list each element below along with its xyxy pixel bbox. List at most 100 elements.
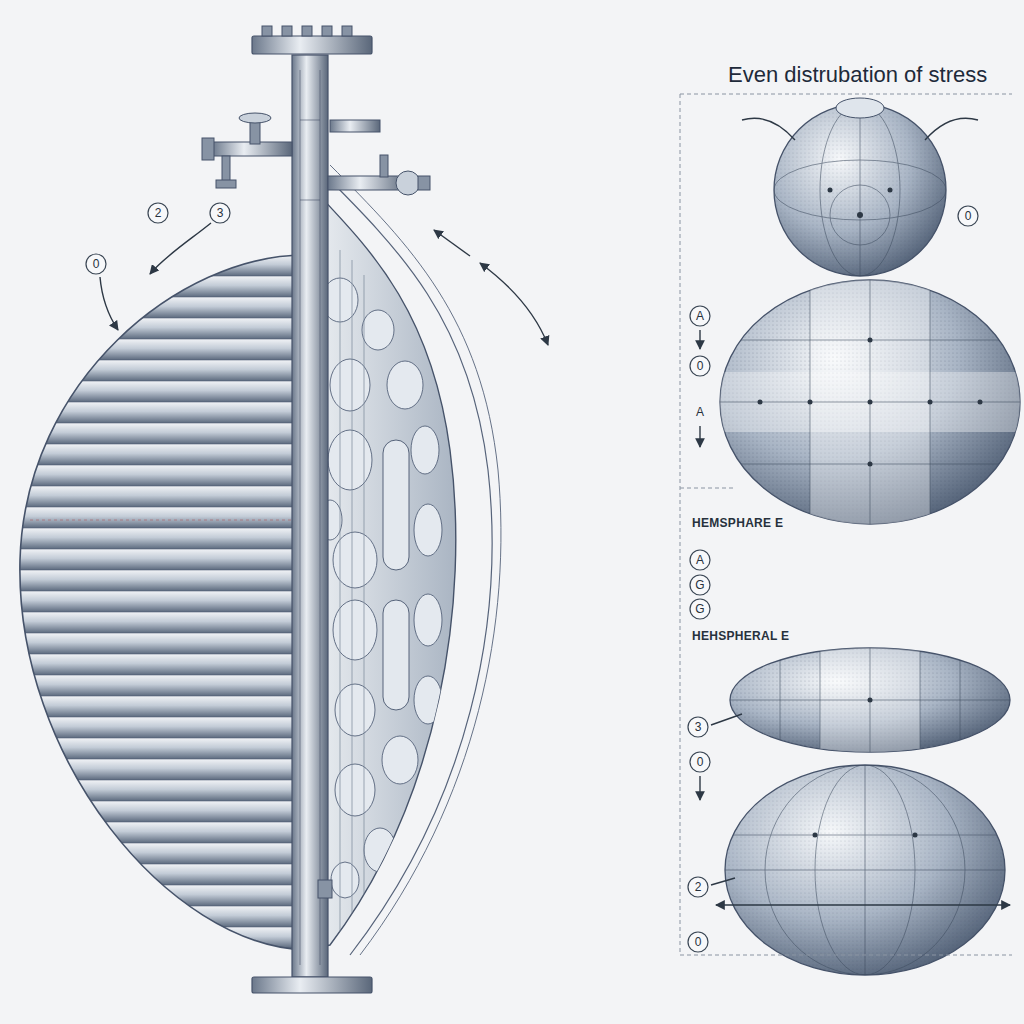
- valve: [202, 113, 292, 188]
- hemisphere-shape: [808, 400, 813, 405]
- stress-sphere: [774, 98, 946, 276]
- pressure-vessel: [292, 55, 328, 977]
- vessel-rib: [0, 738, 320, 759]
- dimension-arrow: [711, 878, 735, 885]
- vessel-rib: [0, 570, 320, 591]
- callout-circle: [148, 203, 168, 223]
- vessel-rib: [0, 675, 320, 696]
- hemisphere-shape: [978, 400, 983, 405]
- stress-sphere: [774, 104, 946, 276]
- hemisphere-shape: [700, 270, 1024, 540]
- hemispherical-shape: [720, 640, 1020, 760]
- vessel-rib: [0, 528, 320, 549]
- lobe-cell: [364, 828, 396, 872]
- stress-sphere: [774, 104, 946, 276]
- vessel-rib: [0, 885, 320, 906]
- dimension-arrow: [711, 714, 742, 725]
- lobe-cell: [414, 676, 442, 724]
- flange-bolt: [282, 26, 292, 36]
- stress-sphere: [857, 212, 863, 218]
- valve: [330, 120, 380, 132]
- pressure-vessel: [340, 250, 364, 940]
- vessel-rib: [0, 318, 320, 339]
- callout-circle: [86, 254, 106, 274]
- leader-arrow: [480, 263, 548, 345]
- vessel-rib: [0, 255, 320, 969]
- stress-sphere: [888, 188, 893, 193]
- vessel-rib: [0, 549, 320, 570]
- callout-circle: [690, 599, 710, 619]
- flange-bolt: [322, 26, 332, 36]
- dimension-arrow: [699, 330, 700, 349]
- callout-number: 2: [695, 881, 702, 893]
- ellipsoid-shape: [720, 765, 1010, 975]
- vessel-rib: [0, 339, 320, 360]
- callout-number: 0: [965, 210, 972, 222]
- pressure-vessel: [20, 255, 305, 950]
- leader-arrow: [150, 223, 211, 274]
- lobe-cell: [333, 532, 377, 588]
- dimension-arrow: [699, 426, 700, 447]
- callout-number: 0: [93, 258, 100, 270]
- valve: [202, 138, 214, 160]
- flange-bolt: [342, 26, 352, 36]
- vessel-rib: [0, 276, 320, 297]
- valve: [222, 156, 230, 182]
- vessel-rib: [0, 801, 320, 822]
- panel-frame: [680, 94, 1012, 955]
- section-label: HEHSPHERAL E: [692, 630, 789, 642]
- valve: [328, 120, 430, 195]
- valve: [396, 171, 420, 195]
- hemisphere-shape: [868, 338, 873, 343]
- hemisphere-shape: [700, 270, 1024, 540]
- callout-circle: [688, 877, 708, 897]
- valve: [239, 113, 271, 123]
- vessel-rib: [0, 633, 320, 654]
- vessel-rib: [0, 612, 320, 633]
- callout-number: 3: [695, 721, 702, 733]
- vessel-rib: [0, 780, 320, 801]
- lobe-cell: [411, 426, 439, 474]
- callout-number: 2: [155, 207, 162, 219]
- leader-arrow: [100, 277, 118, 330]
- vessel-rib: [0, 423, 320, 444]
- leader-arc: [925, 118, 978, 140]
- lobe-cell: [414, 504, 442, 556]
- lobe-cell: [318, 278, 442, 898]
- callout-number: A: [696, 310, 704, 322]
- pressure-vessel: [252, 977, 372, 993]
- lobe-cell: [382, 736, 418, 784]
- vessel-rib: [0, 486, 320, 507]
- lobe-cell: [414, 594, 442, 646]
- lobe-cell: [335, 764, 375, 816]
- vessel-rib: [0, 297, 320, 318]
- flange-bolt: [262, 26, 272, 36]
- ellipsoid-shape: [720, 765, 1010, 975]
- lobe-cell: [362, 310, 394, 350]
- pressure-vessel: [330, 165, 501, 955]
- diagram-title: Even distrubation of stress: [728, 64, 987, 86]
- lobe-cell: [328, 430, 372, 490]
- callout-number: A: [696, 406, 704, 418]
- pressure-vessel: [318, 880, 332, 898]
- pressure-vessel: [0, 26, 501, 993]
- hemisphere-shape: [700, 270, 1024, 540]
- lobe-cell: [387, 361, 423, 409]
- pressure-vessel: [320, 170, 492, 955]
- pressure-vessel: [30, 520, 305, 521]
- dimension-arrow: [699, 776, 700, 800]
- hemisphere-shape: [758, 338, 983, 467]
- callout-circle: [688, 717, 708, 737]
- vessel-rib: [0, 507, 320, 528]
- callout-number: G: [695, 579, 704, 591]
- callout-circle: [690, 752, 710, 772]
- hemispherical-shape: [720, 640, 1020, 760]
- section-label: HEMSPHARE E: [692, 517, 783, 529]
- vessel-rib: [0, 948, 320, 969]
- callout-circle: [690, 550, 710, 570]
- vessel-rib: [0, 444, 320, 465]
- ellipsoid-shape: [913, 833, 918, 838]
- callout-number: 0: [697, 756, 704, 768]
- stress-sphere: [860, 104, 861, 276]
- vessel-rib: [0, 465, 320, 486]
